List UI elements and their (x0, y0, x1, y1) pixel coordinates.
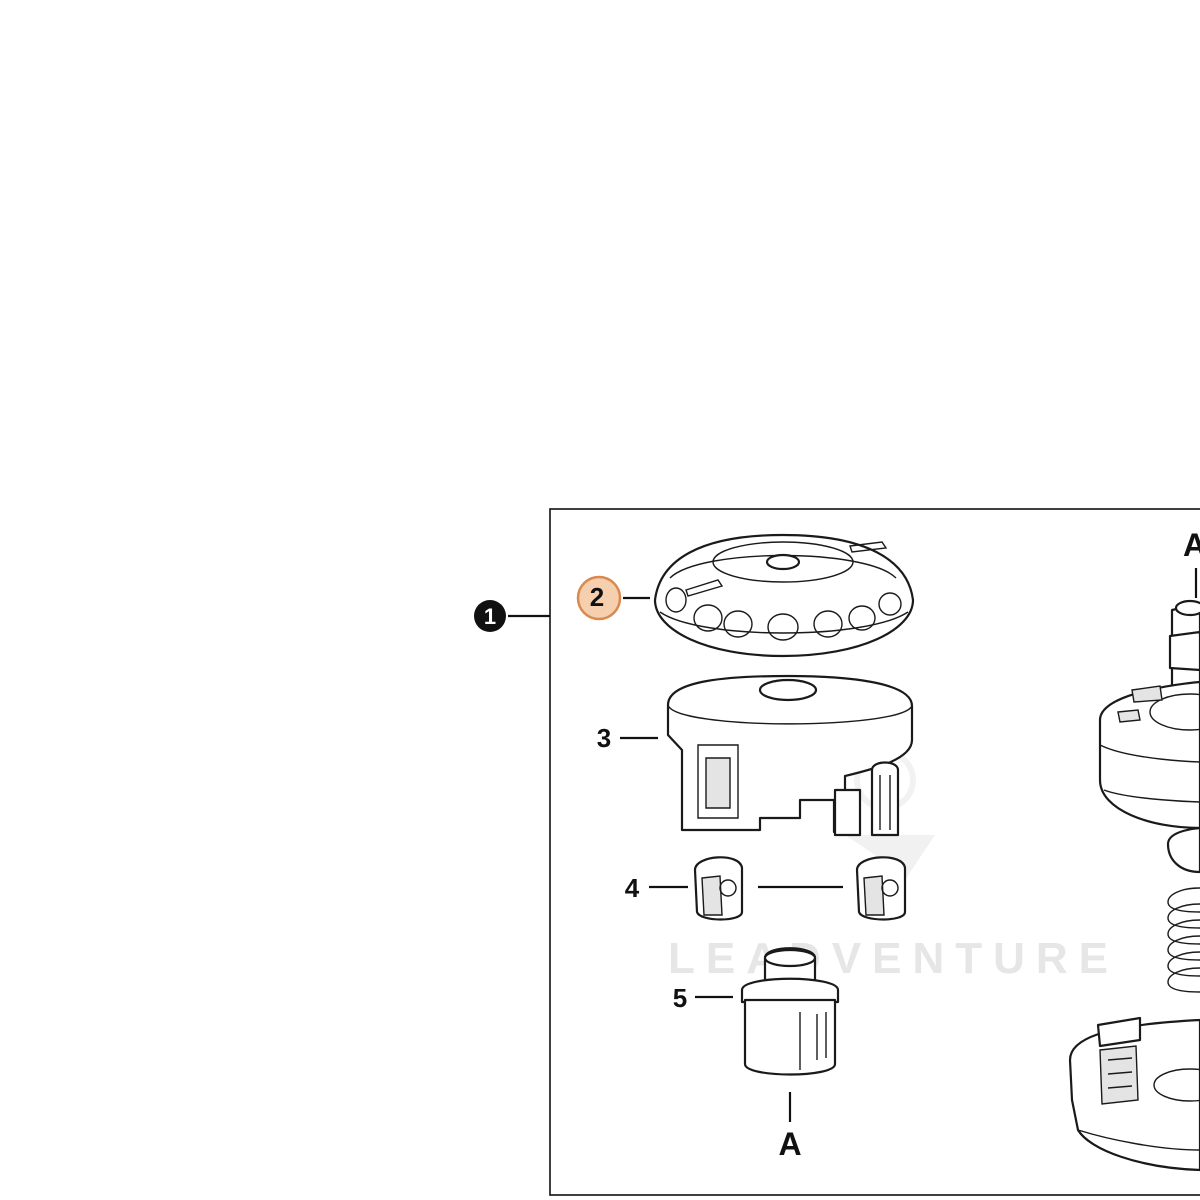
callout-part-5[interactable]: 5 (673, 983, 733, 1013)
trimmer-head-housing (1068, 1016, 1200, 1172)
assembly-frame (549, 508, 1200, 1196)
callout-part-4[interactable]: 4 (625, 873, 843, 903)
spring-cap (1166, 826, 1200, 874)
spring (1167, 887, 1200, 993)
bump-knob (740, 947, 840, 1076)
callout-part-2-number: 2 (590, 582, 604, 612)
connection-letter-bottom: A (778, 1126, 801, 1162)
callout-part-3-number: 3 (597, 723, 611, 753)
connection-letter-top-right: A (1183, 527, 1200, 563)
callout-part-4-number: 4 (625, 873, 640, 903)
inner-spool (1098, 680, 1200, 830)
watermark-text: LEADVENTURE (668, 934, 1119, 983)
line-eyelet-right (855, 856, 907, 921)
callout-part-2[interactable]: 2 (576, 575, 650, 621)
line-eyelet-left (693, 856, 744, 921)
callout-assembly[interactable]: 1 (474, 600, 550, 632)
spool-cap (653, 533, 915, 658)
callout-assembly-number: 1 (484, 604, 496, 629)
callout-part-5-number: 5 (673, 983, 687, 1013)
spool-housing (666, 674, 914, 837)
arbor-nut (1168, 599, 1200, 692)
connection-marker-top-right: A (1183, 527, 1200, 598)
connection-marker-bottom: A (778, 1092, 802, 1162)
callout-part-3[interactable]: 3 (597, 723, 658, 753)
